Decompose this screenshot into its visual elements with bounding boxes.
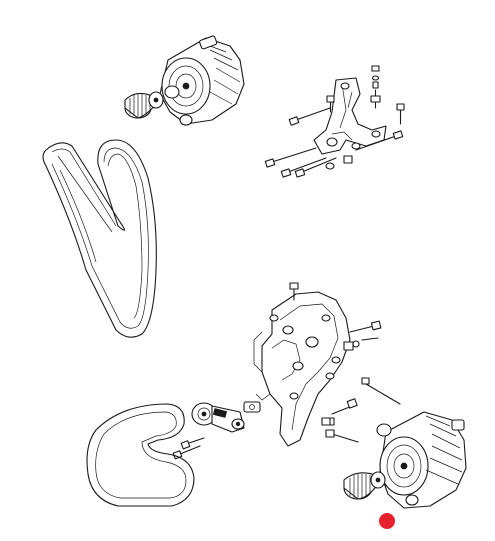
mounting-bracket-upper — [313, 77, 387, 155]
alternator-top — [159, 35, 245, 126]
belt-tensioner — [191, 402, 245, 433]
mounting-bracket-lower — [253, 291, 351, 447]
bolts-tensioner — [172, 437, 205, 460]
drive-belt-long — [42, 139, 157, 338]
bolts-lower — [243, 282, 401, 443]
drive-belt-short — [86, 403, 195, 507]
pulley-top — [124, 91, 164, 119]
pulley-bottom — [343, 471, 386, 500]
alternator-bottom — [376, 411, 467, 509]
bolts-upper — [264, 65, 405, 178]
highlight-marker-dot — [379, 513, 395, 529]
